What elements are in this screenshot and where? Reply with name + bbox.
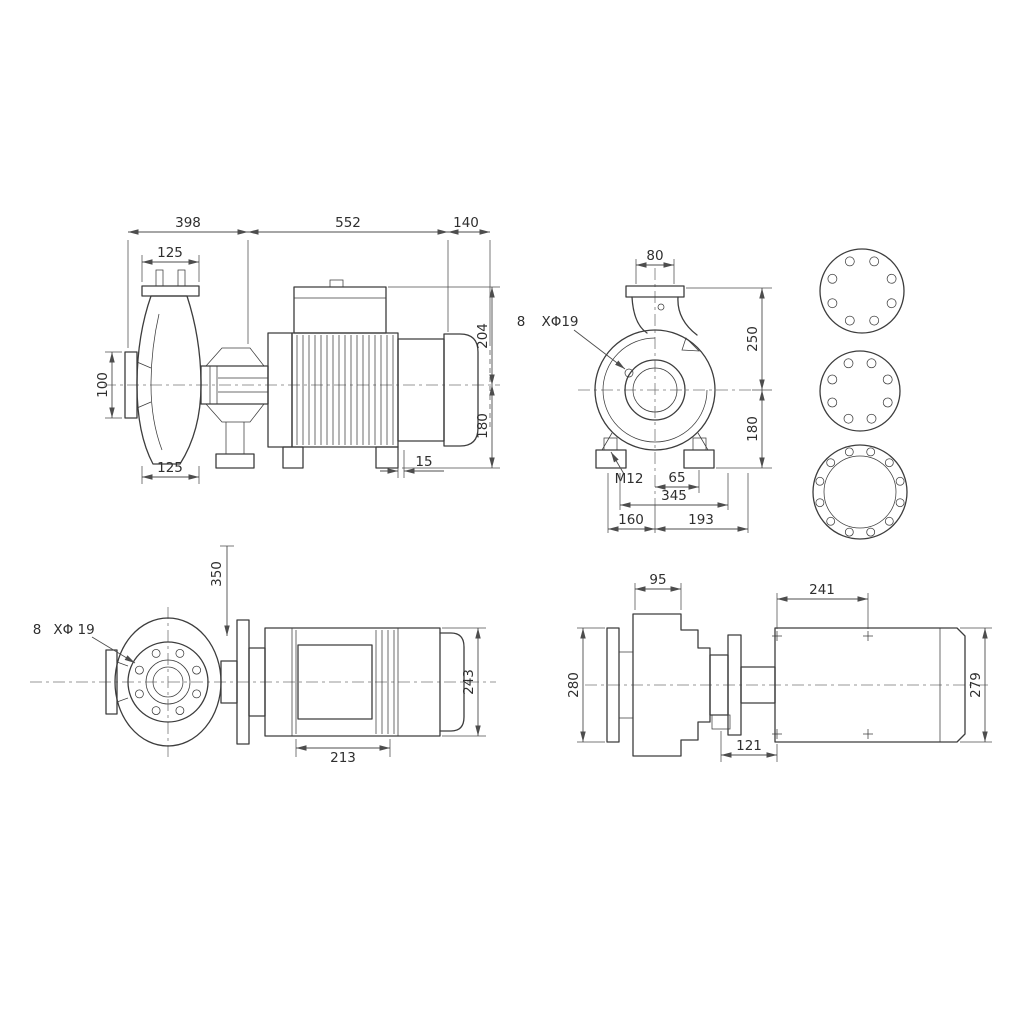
bolt-count-label: 8 [517,314,526,330]
suction-eye-inner [632,367,678,413]
dim-label-rear-clearance: 140 [453,215,479,231]
terminal-box [293,286,387,334]
plan-view-left: 8 XΦ 19 350 243 213 [30,545,496,766]
shaft-seal-lines [209,366,268,404]
flange-views [812,248,908,540]
dim-label-height: 350 [209,561,225,587]
suction-eye-outer [624,359,686,421]
side-view: 398 552 140 125 100 204 180 125 15 [95,215,500,484]
rotation-arrow [681,337,700,352]
volute-casing [136,295,202,465]
dim-label-center-to-slot: 65 [668,470,685,486]
suction-hub [136,361,152,409]
suction-flange-edge [105,649,118,715]
dim-label-pump-length: 398 [175,215,201,231]
flange-top [819,248,905,334]
volute-inner-line [150,313,163,451]
cable-gland [329,279,344,288]
end-view: 8 XΦ19 80 250 180 M12 65 345 160 193 [517,248,772,533]
bracket-foot-right [711,714,731,730]
plan-view-right: 95 241 280 279 121 [566,572,992,762]
dim-label-base-width: 345 [661,488,687,504]
bracket-ribs [205,347,265,423]
discharge-flange-front [625,285,685,298]
terminal-box-plan [297,644,373,720]
pedestal-stem [225,422,245,454]
dim-label-center-to-base: 180 [475,413,491,439]
motor-drive-end [267,332,293,448]
flange-stud [177,269,186,287]
motor-foot-rear [375,446,399,469]
discharge-neck [631,296,698,336]
motor-block-right [774,627,966,743]
dim-label-motor-width-plan: 243 [461,669,477,695]
dim-label-motor-width-right: 279 [968,672,984,698]
bearing-housing [200,365,269,405]
discharge-bore-inner [152,666,184,698]
dim-label-discharge-flange: 125 [157,245,183,261]
bolt-spec-label: XΦ19 [541,314,578,330]
discharge-flange [141,285,200,297]
bolt-leader-line-plan [91,636,136,664]
end-view-centerlines [578,268,752,505]
height-extension-lines [388,286,500,469]
dim-label-base-right: 193 [688,512,714,528]
plan-left-centerlines [30,607,496,758]
pedestal-foot [215,453,255,469]
volute-spiral [602,337,708,443]
foot-slot-right [692,437,707,451]
dim-label-base-left: 160 [618,512,644,528]
bolt-count-label-plan: 8 [33,622,42,638]
motor-rear-body [397,338,445,442]
flange-bottom [812,444,908,540]
fan-cover-plan [439,632,465,732]
mounting-hole-crosses [772,631,873,739]
dim-label-port: 80 [646,248,663,264]
hole-spacing-extensions [776,593,869,629]
motor-fins [296,335,394,445]
vent-plug [657,303,665,311]
bolt-spec-label-plan: XΦ 19 [53,622,94,638]
dim-label-hole-spacing: 241 [809,582,835,598]
motor-foot-front [282,446,304,469]
dim-label-suction-flange: 100 [95,372,111,398]
top-extension-lines [127,240,491,348]
dim-label-foot-spacing: 213 [330,750,356,766]
dim-label-bracket-to-hole: 121 [736,738,762,754]
motor-plan-body [264,627,441,737]
discharge-flange-face [127,641,209,723]
thread-spec-label: M12 [615,471,644,487]
bolt-leader-line [573,329,626,370]
dim-label-motor-length: 552 [335,215,361,231]
dim-label-flange-to-center: 250 [745,326,761,352]
foot-right [683,449,715,469]
dim-label-foot-thickness: 15 [415,454,432,470]
dim-label-volute-top: 95 [649,572,666,588]
discharge-bolt-holes [135,649,201,715]
foot-slot-left [603,437,618,451]
flange-stud [155,269,164,287]
dim-label-center-to-top: 204 [475,323,491,349]
foot-extension-lines [397,450,405,478]
dim-label-volute-width: 125 [157,460,183,476]
discharge-bore-outer [145,659,191,705]
volute-plan-right [632,613,711,757]
flange-bolt-hole [624,368,634,378]
thread-leader-line [610,451,625,475]
motor-plan-fins [291,628,399,736]
flange-middle [819,350,901,432]
fan-cover [443,333,479,447]
dim-label-pump-width: 280 [566,672,582,698]
dim-label-center-to-base-end: 180 [745,416,761,442]
volute-outline [594,329,716,451]
suction-hub-plan [116,661,129,703]
